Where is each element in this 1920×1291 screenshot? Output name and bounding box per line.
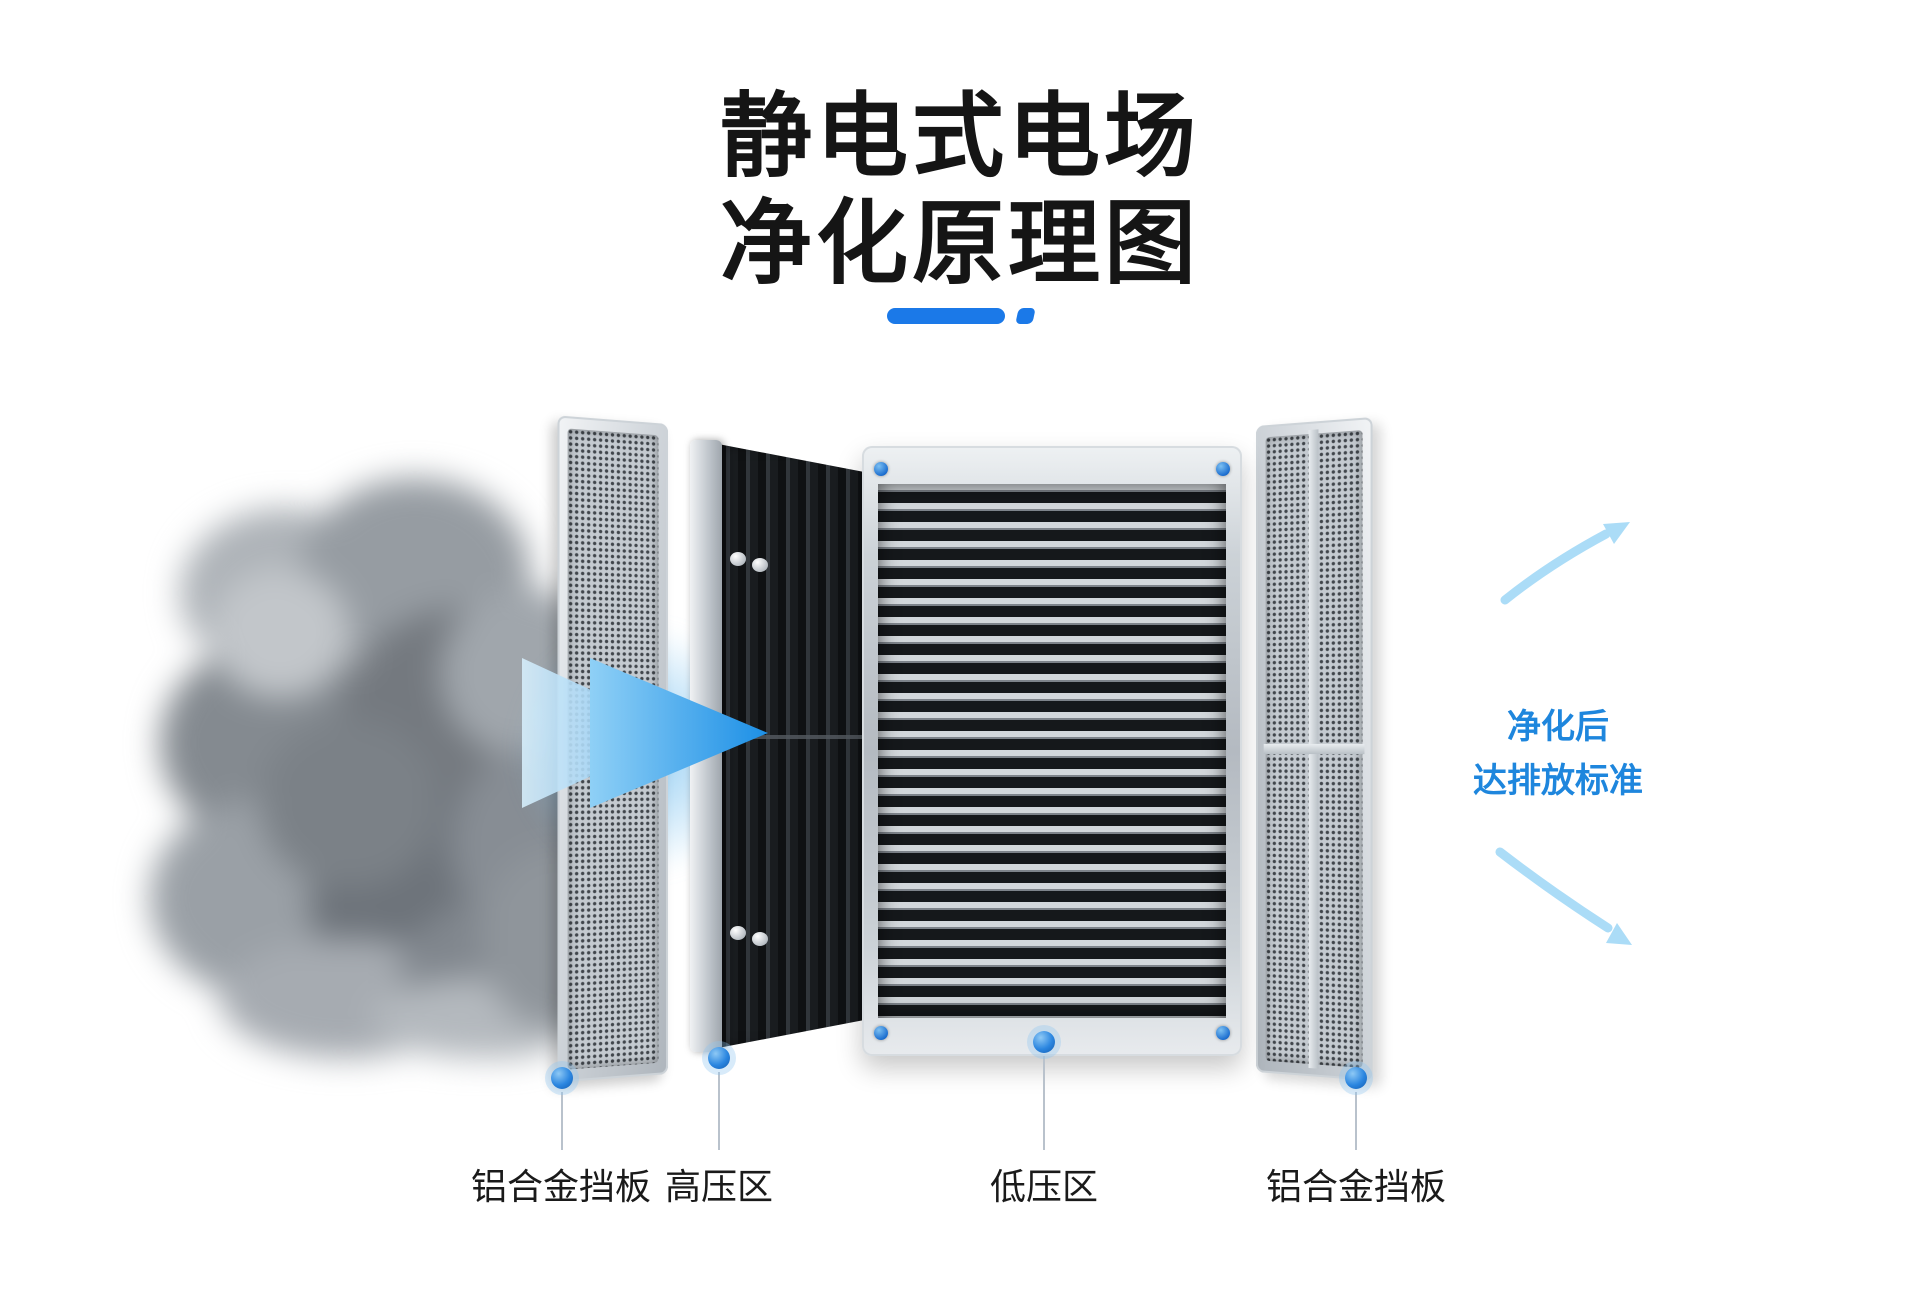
callout-dot (708, 1047, 730, 1069)
smoke-blob (260, 718, 440, 888)
screw-icon (1216, 462, 1230, 476)
callout-label-low-voltage: 低压区 (989, 1166, 1099, 1207)
divider-bar-long (886, 308, 1005, 324)
flow-arrow-icon (522, 658, 768, 808)
leader-line (718, 1072, 720, 1150)
screw-icon (1216, 1026, 1230, 1040)
low-voltage-block (862, 446, 1242, 1056)
title-line-2: 净化原理图 (719, 192, 1200, 295)
callout-dot (1345, 1067, 1367, 1089)
insulator-icon (752, 932, 768, 946)
insulator-icon (752, 558, 768, 572)
page-title: 静电式电场 净化原理图 (0, 84, 1920, 297)
insulator-icon (730, 926, 746, 940)
result-note-line-2: 达排放标准 (1473, 762, 1643, 801)
result-note: 净化后 达排放标准 (1448, 700, 1668, 809)
right-baffle-panel (1256, 417, 1373, 1081)
panel-cross-horizontal (1263, 743, 1365, 755)
screw-icon (874, 1026, 888, 1040)
arrowhead-up-icon (1603, 522, 1630, 544)
arrowhead-down-icon (1606, 923, 1632, 945)
screw-icon (874, 462, 888, 476)
callout-dot (551, 1067, 573, 1089)
divider-bar-short (1014, 308, 1036, 324)
title-line-1: 静电式电场 (719, 86, 1200, 188)
callout-dot (1033, 1031, 1055, 1053)
leader-line (1043, 1056, 1045, 1150)
high-voltage-plates (718, 444, 876, 1048)
leader-line (1355, 1092, 1357, 1150)
clean-air-arrow-down-icon (1495, 847, 1613, 933)
callout-label-left-baffle: 铝合金挡板 (470, 1166, 652, 1207)
collector-fins (878, 484, 1226, 1018)
chevron-front (590, 658, 768, 808)
clean-air-arrow-up-icon (1500, 529, 1611, 605)
insulator-icon (730, 552, 746, 566)
leader-line (561, 1092, 563, 1150)
electrode-rod (720, 735, 870, 739)
clean-air-arrows (1495, 522, 1632, 945)
callout-label-high-voltage: 高压区 (664, 1166, 774, 1207)
result-note-line-1: 净化后 (1507, 708, 1609, 746)
title-divider (0, 308, 1920, 324)
smoke-blob (210, 568, 350, 698)
callout-label-right-baffle: 铝合金挡板 (1265, 1166, 1447, 1207)
